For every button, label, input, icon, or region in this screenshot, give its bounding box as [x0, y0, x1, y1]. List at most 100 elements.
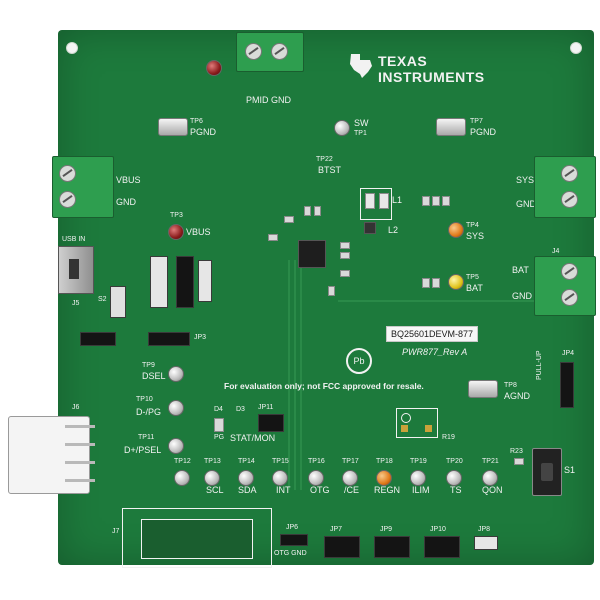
label-otg: OTG [310, 485, 330, 495]
header-jp7[interactable] [324, 536, 360, 558]
capacitor [268, 234, 278, 241]
label-pg: PG [214, 434, 225, 441]
test-point-tp18 [376, 470, 392, 486]
capacitor [304, 206, 311, 216]
label-ilim: ILIM [412, 485, 430, 495]
screw-icon [561, 289, 578, 306]
test-point-red [206, 60, 222, 76]
header-jp8[interactable] [474, 536, 498, 550]
mount-hole-top-left [66, 42, 78, 54]
header-jp2b[interactable] [198, 260, 212, 302]
slide-switch-s2[interactable] [110, 286, 126, 318]
connector-j6[interactable] [8, 416, 95, 494]
label-sw: SW [354, 118, 369, 128]
screw-icon [561, 263, 578, 280]
trace [288, 260, 290, 490]
label-agnd: AGND [504, 391, 531, 401]
label-gnd-bat: GND [512, 291, 532, 301]
capacitor [340, 270, 350, 277]
label-r23: R23 [510, 448, 523, 455]
inductor-l2 [364, 222, 376, 234]
pb-free-icon: Pb [346, 348, 372, 374]
header-jp1[interactable] [150, 256, 168, 308]
test-point-tp5 [448, 274, 464, 290]
terminal-block-vbus [52, 156, 114, 218]
label-ce: /CE [344, 485, 360, 495]
label-tp20: TP20 [446, 458, 463, 465]
label-dsel: DSEL [142, 371, 166, 381]
label-tp7: TP7 [470, 118, 483, 125]
label-pull-up: PULL-UP [536, 350, 543, 380]
test-point-tp11 [168, 438, 184, 454]
label-s2: S2 [98, 296, 107, 303]
inductor-l1 [360, 188, 392, 220]
header-jp4[interactable] [560, 362, 574, 408]
label-tp18: TP18 [376, 458, 393, 465]
label-btst: BTST [318, 165, 342, 175]
usb-port-icon [69, 259, 79, 279]
label-d-plus: D+/PSEL [124, 445, 162, 455]
header-jp10[interactable] [424, 536, 460, 558]
capacitor [314, 206, 321, 216]
terminal-block-bat [534, 256, 596, 316]
header-jp9[interactable] [374, 536, 410, 558]
capacitor [340, 242, 350, 249]
label-tp10: TP10 [136, 396, 153, 403]
label-d4: D4 [214, 406, 223, 413]
label-tp5-bat: BAT [466, 283, 483, 293]
label-jp8: JP8 [478, 526, 491, 533]
test-point-tp16 [308, 470, 324, 486]
test-point-tp3 [168, 224, 184, 240]
test-point-tp10 [168, 400, 184, 416]
header-jp2[interactable] [176, 256, 194, 308]
label-j4: J4 [552, 248, 560, 255]
push-button-s1[interactable] [532, 448, 562, 496]
label-jp7: JP7 [330, 526, 343, 533]
label-jp6: JP6 [286, 524, 299, 531]
test-point-tp6 [158, 118, 188, 136]
charger-ic [298, 240, 326, 268]
capacitor [328, 286, 335, 296]
label-tp4: TP4 [466, 222, 479, 229]
header-jp6[interactable] [280, 534, 308, 546]
usb-connector[interactable] [58, 246, 94, 294]
test-point-tp21 [482, 470, 498, 486]
label-l1: L1 [392, 195, 403, 205]
test-point-tp12 [174, 470, 190, 486]
label-sda: SDA [238, 485, 257, 495]
label-tp16: TP16 [308, 458, 325, 465]
potentiometer-r19[interactable] [396, 408, 438, 438]
label-tp6: TP6 [190, 118, 203, 125]
screw-icon [271, 43, 288, 60]
trace [338, 300, 588, 302]
pot-pad [401, 413, 411, 423]
resistor-r23 [514, 458, 524, 465]
test-point-tp14 [238, 470, 254, 486]
connector-pin [65, 479, 95, 482]
trace [300, 260, 302, 490]
part-number-label: BQ25601DEVM-877 [386, 326, 479, 342]
trace [294, 260, 296, 490]
label-tp8: TP8 [504, 382, 517, 389]
label-tp9: TP9 [142, 362, 155, 369]
capacitor [422, 278, 430, 288]
header-jp11[interactable] [258, 414, 284, 432]
header-jp3b[interactable] [148, 332, 190, 346]
header-j7[interactable] [122, 508, 272, 568]
pcb-board: PMID GND Texas Instruments TP6 PGND TP7 … [8, 30, 596, 568]
label-jp4: JP4 [562, 350, 575, 357]
terminal-block-pmid [236, 32, 304, 72]
test-point-tp20 [446, 470, 462, 486]
label-tp17: TP17 [342, 458, 359, 465]
label-pmid-gnd: PMID GND [246, 95, 291, 105]
connector-pin [65, 461, 95, 464]
label-d-minus: D-/PG [136, 407, 162, 417]
label-r19: R19 [442, 434, 455, 441]
capacitor [432, 278, 440, 288]
button-cap [541, 463, 553, 481]
rev-text: PWR877_Rev A [402, 347, 468, 357]
header-jp3a[interactable] [80, 332, 116, 346]
texas-state-icon [350, 54, 372, 78]
label-jp3: JP3 [194, 334, 207, 341]
header-j7-inner [141, 519, 253, 559]
